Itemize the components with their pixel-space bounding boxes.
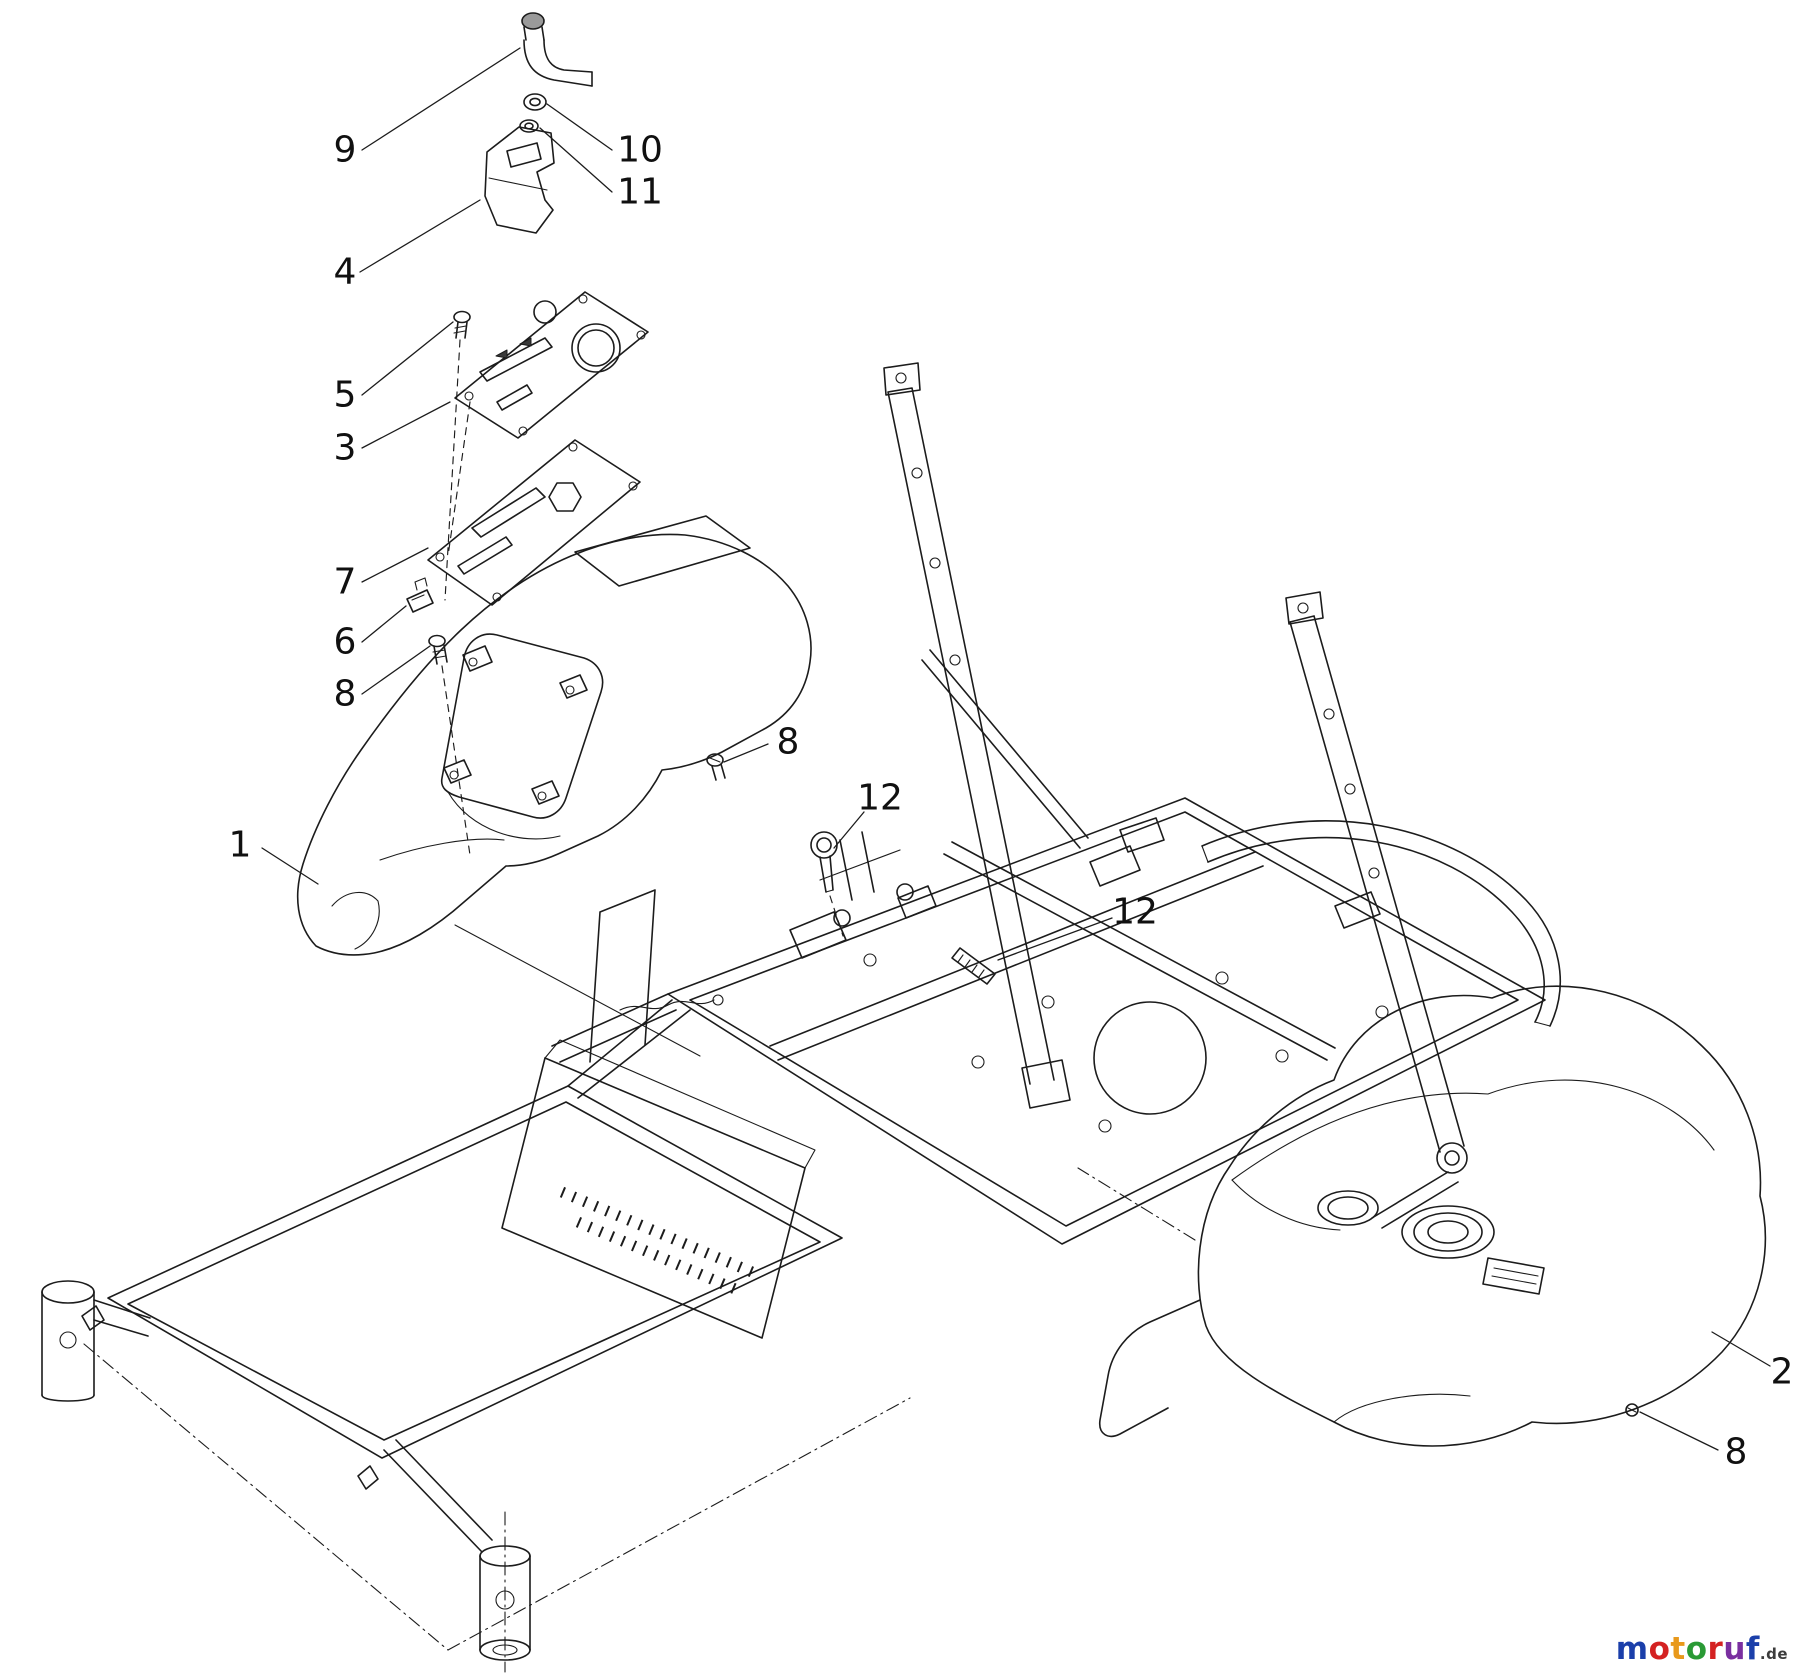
callout-label-11: 11 xyxy=(617,171,663,213)
logo-suffix: .de xyxy=(1759,1645,1788,1663)
callout-label-3: 3 xyxy=(333,427,357,469)
console-screw-group xyxy=(428,634,471,856)
panel-screw-group xyxy=(444,310,471,601)
callout-label-9: 9 xyxy=(333,129,357,171)
main-frame-group xyxy=(551,797,1546,1245)
lever-rod-group xyxy=(519,12,593,133)
callout-label-8c: 8 xyxy=(1724,1431,1748,1473)
seat-base-group xyxy=(501,889,816,1339)
clip-group xyxy=(406,577,434,613)
fuel-tank-group xyxy=(1077,985,1767,1447)
callout-label-8b: 8 xyxy=(776,721,800,763)
seat-strut-group xyxy=(883,362,1468,1229)
motoruf-logo[interactable]: motoruf.de xyxy=(1616,1631,1788,1667)
callout-label-12b: 12 xyxy=(1112,891,1158,933)
panel-gasket-group xyxy=(427,439,641,606)
logo-letter: r xyxy=(1707,1631,1724,1667)
callout-label-2: 2 xyxy=(1770,1351,1794,1393)
rear-hoop-group xyxy=(1119,817,1561,1027)
callout-label-4: 4 xyxy=(333,251,357,293)
frame-screw-group xyxy=(706,753,726,781)
callout-label-6: 6 xyxy=(333,621,357,663)
callout-label-5: 5 xyxy=(333,374,357,416)
logo-letter: f xyxy=(1745,1631,1760,1667)
logo-letter: o xyxy=(1685,1631,1708,1667)
leader-lines xyxy=(261,47,1771,1451)
callout-label-7: 7 xyxy=(333,561,357,603)
lever-bracket-group xyxy=(484,126,555,234)
logo-letter: o xyxy=(1648,1631,1671,1667)
callout-label-12a: 12 xyxy=(857,777,903,819)
front-frame-group xyxy=(41,999,911,1673)
control-panel-plate-group xyxy=(454,291,649,439)
console-housing-group xyxy=(296,515,812,1057)
logo-letter: u xyxy=(1723,1631,1746,1667)
clevis-pin-group xyxy=(951,947,996,985)
logo-letter: m xyxy=(1615,1631,1649,1667)
logo-letter: t xyxy=(1670,1631,1686,1667)
callout-label-1: 1 xyxy=(228,824,252,866)
callout-label-8a: 8 xyxy=(333,673,357,715)
callout-label-10: 10 xyxy=(617,129,663,171)
